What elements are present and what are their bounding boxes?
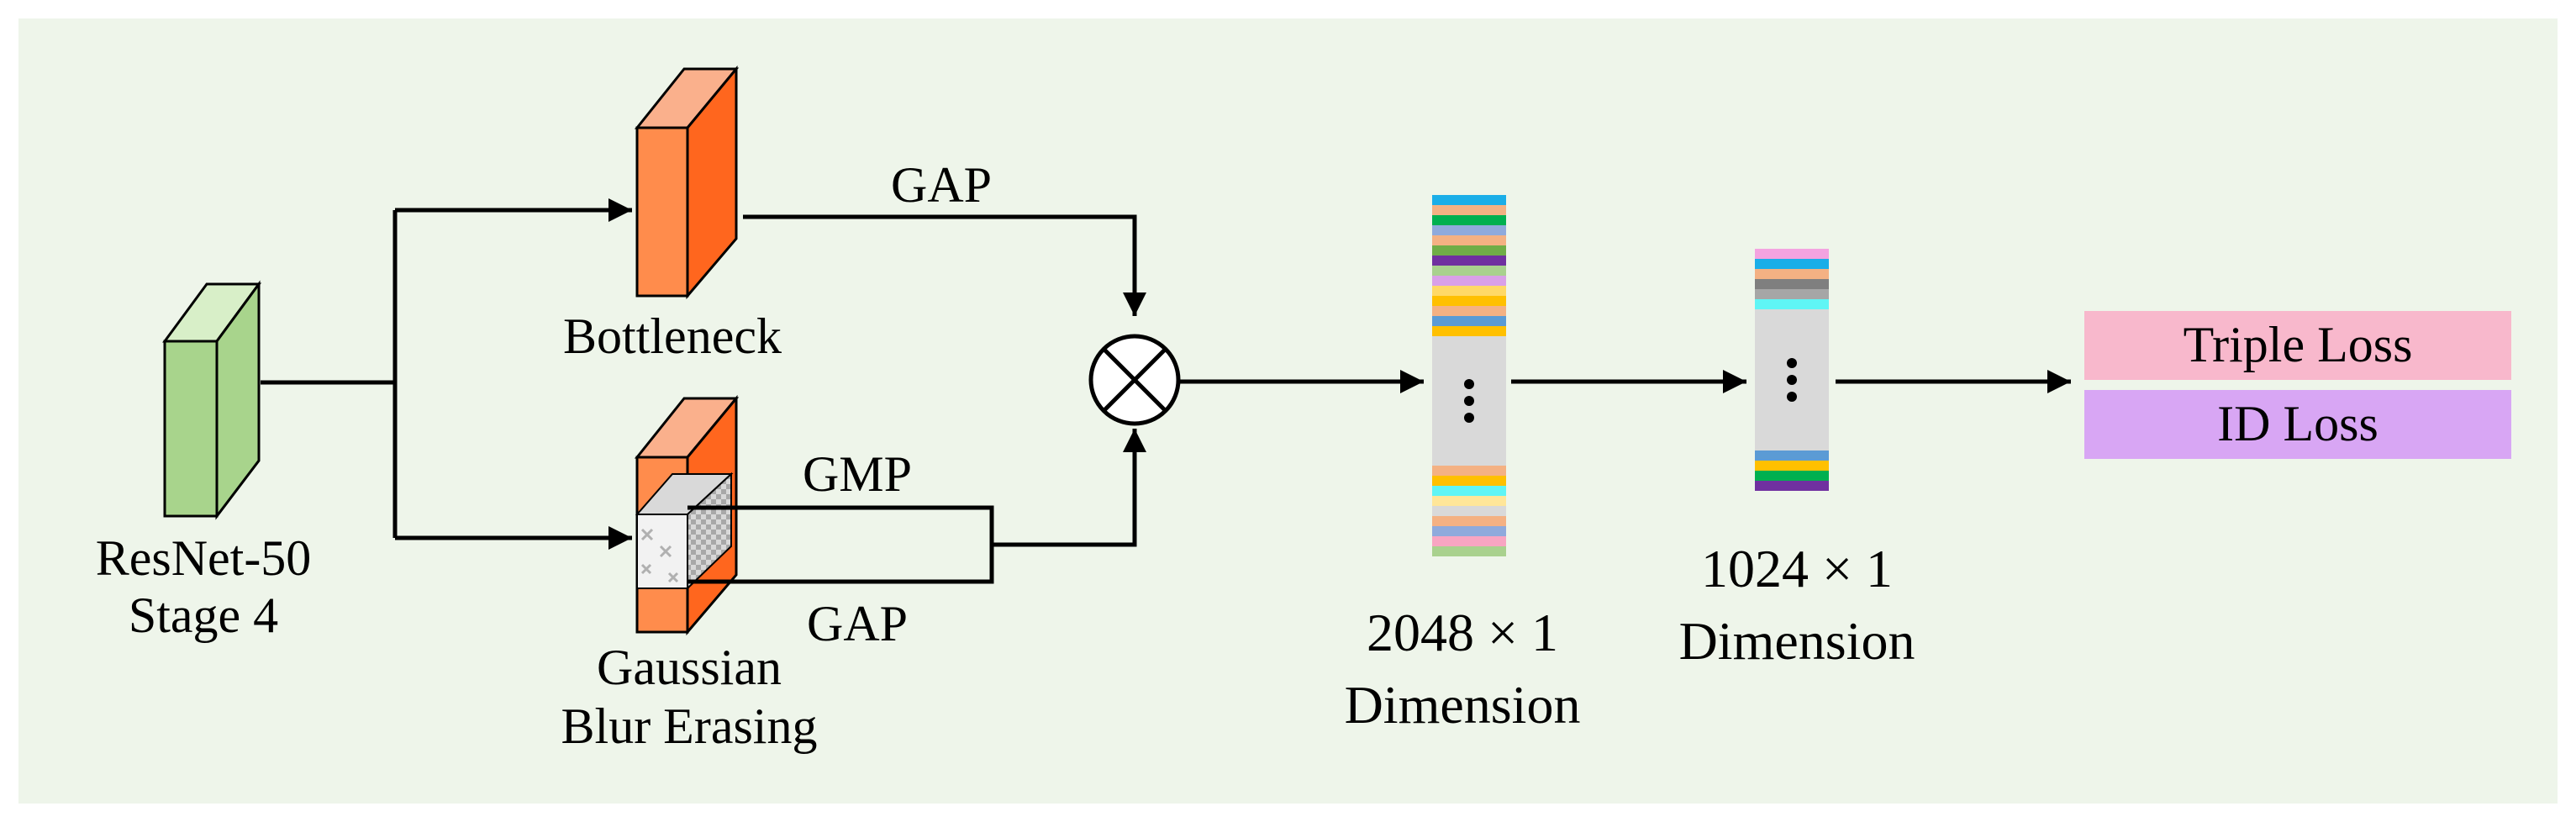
vector2048-stripe-top-6 <box>1432 256 1506 266</box>
bottleneck-side <box>686 65 738 300</box>
vector2048-stripe-top-2 <box>1432 215 1506 225</box>
vector1024-stripe-top-1 <box>1755 259 1829 269</box>
gbe-label-line2: Blur Erasing <box>561 698 818 754</box>
vector2048-stripe-top-0 <box>1432 195 1506 205</box>
vector1024-stripe-bottom-2 <box>1755 471 1829 481</box>
vector1024-stripe-bottom-0 <box>1755 451 1829 461</box>
vector1024-stripe-top-0 <box>1755 249 1829 259</box>
dim2048-label-line1: 2048 × 1 <box>1367 603 1558 662</box>
loss-box-1 <box>2084 390 2511 459</box>
resnet-block-front <box>163 340 219 518</box>
vector1024-stripe-bottom-3 <box>1755 481 1829 491</box>
vector2048-stripe-top-9 <box>1432 286 1506 296</box>
gbe-erased-patch-front <box>636 514 688 589</box>
vector1024-ellipsis-dot-0 <box>1787 358 1797 368</box>
vector2048-stripe-bottom-1 <box>1432 476 1506 486</box>
vector1024-stripe-top-5 <box>1755 299 1829 309</box>
vector1024-stripe-top-3 <box>1755 279 1829 289</box>
vector2048-stripe-top-7 <box>1432 266 1506 276</box>
gap-top-path <box>743 214 1146 316</box>
feature-vector-1024 <box>1755 249 1829 491</box>
loss-label-1: ID Loss <box>2217 396 2378 451</box>
gbe-label-line1: Gaussian <box>597 640 782 695</box>
loss-boxes: Triple Loss ID Loss <box>2084 311 2511 459</box>
vector1024-ellipsis-dot-2 <box>1787 392 1797 402</box>
gbe-erased-patch-noise <box>640 528 679 583</box>
vector2048-stripe-top-3 <box>1432 225 1506 235</box>
feature-vector-2048 <box>1432 195 1506 556</box>
vector2048-stripe-top-11 <box>1432 306 1506 316</box>
vector2048-stripe-top-12 <box>1432 316 1506 326</box>
vector2048-stripe-bottom-5 <box>1432 516 1506 526</box>
vector2048-ellipsis-dot-1 <box>1464 396 1474 406</box>
vector2048-stripe-bottom-2 <box>1432 486 1506 496</box>
resnet-label-line2: Stage 4 <box>129 588 278 643</box>
resnet-label-line1: ResNet-50 <box>96 530 312 586</box>
vector2048-ellipsis-dot-0 <box>1464 379 1474 389</box>
branch-connectors <box>261 198 632 550</box>
vector1024-ellipsis-dot-1 <box>1787 375 1797 385</box>
resnet-block-side-face <box>215 280 261 520</box>
bottleneck-label: Bottleneck <box>563 308 782 364</box>
vector2048-stripe-top-4 <box>1432 235 1506 245</box>
multiply-operator-icon <box>1088 334 1181 426</box>
resnet-stage4-block <box>162 280 261 520</box>
vector2048-ellipsis-dot-2 <box>1464 413 1474 423</box>
vector2048-stripe-bottom-0 <box>1432 466 1506 476</box>
gap-bottom-label: GAP <box>807 596 908 651</box>
vector1024-stripe-bottom-1 <box>1755 461 1829 471</box>
vector2048-stripe-bottom-7 <box>1432 536 1506 546</box>
vector2048-stripe-top-8 <box>1432 276 1506 286</box>
vector1024-stripe-top-2 <box>1755 269 1829 279</box>
vector2048-stripe-bottom-6 <box>1432 526 1506 536</box>
dim1024-label-line1: 1024 × 1 <box>1701 539 1893 598</box>
vector2048-stripe-top-10 <box>1432 296 1506 306</box>
vector1024-stripe-top-4 <box>1755 289 1829 299</box>
dim2048-label-line2: Dimension <box>1345 675 1581 735</box>
vector2048-stripe-bottom-3 <box>1432 496 1506 506</box>
bottleneck-block <box>634 65 740 300</box>
vector2048-stripe-bottom-8 <box>1432 546 1506 556</box>
vector2048-stripe-bottom-4 <box>1432 506 1506 516</box>
dim1024-label-line2: Dimension <box>1679 611 1915 671</box>
vector2048-stripe-top-13 <box>1432 326 1506 336</box>
loss-label-0: Triple Loss <box>2184 317 2413 372</box>
bottleneck-front <box>635 126 689 298</box>
gaussian-blur-erasing-block <box>634 394 740 636</box>
vector2048-stripe-top-5 <box>1432 245 1506 256</box>
loss-box-0 <box>2084 311 2511 380</box>
vector2048-stripe-top-1 <box>1432 205 1506 215</box>
gmp-label: GMP <box>803 446 912 502</box>
gap-top-label: GAP <box>891 157 992 213</box>
gmp-gap-bottom-paths <box>687 429 1146 584</box>
